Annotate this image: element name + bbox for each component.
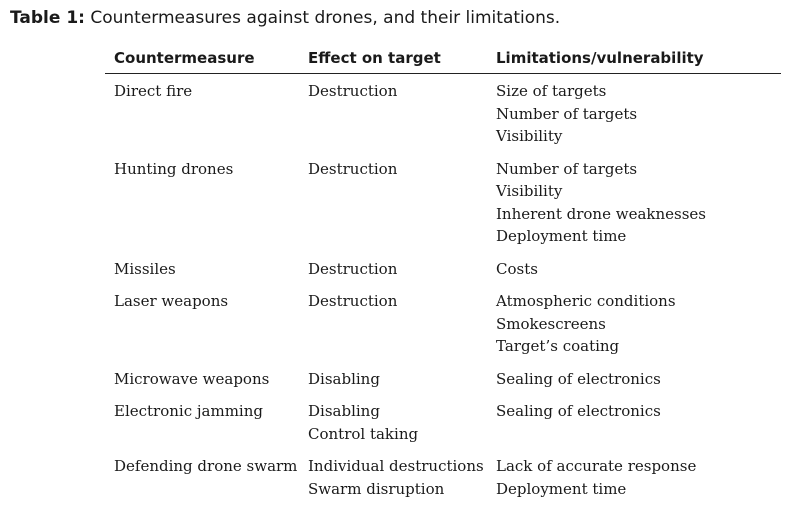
table-row: Microwave weapons Disabling Sealing of ele… [105,368,781,391]
cell-limitations-line: Inherent drone weaknesses [496,204,706,223]
cell-limitations-line: Deployment time [496,479,627,498]
cell-effect-line: Individual destructions [308,457,484,475]
cell-countermeasure-line: Laser weapons [114,292,229,310]
cell-countermeasure: Defending drone swarm [114,455,297,478]
table-caption-label: Table 1: [10,8,85,28]
cell-limitations: Sealing of electronics [496,400,661,423]
cell-effect-line: Control taking [308,424,419,443]
table-row: Missiles Destruction Costs [105,258,781,281]
cell-countermeasure: Electronic jamming [114,400,263,423]
cell-limitations-line: Costs [496,259,538,278]
cell-effect: Disabling [308,368,380,391]
cell-countermeasure: Missiles [114,258,176,281]
cell-effect-line: Destruction [308,82,398,100]
cell-limitations-line: Atmospheric conditions [496,292,676,310]
countermeasures-table: Countermeasure Effect on target Limitati… [105,44,781,510]
cell-effect: Destruction [308,258,397,281]
cell-countermeasure-line: Direct fire [114,82,193,100]
cell-effect: Destruction [308,290,397,313]
table-row: Defending drone swarm Individual destruct… [105,455,781,500]
cell-limitations-line: Sealing of electronics [496,369,661,388]
cell-limitations-line: Visibility [496,127,563,145]
cell-limitations-line: Number of targets [496,104,638,123]
cell-countermeasure-line: Missiles [114,259,176,278]
column-header-limitations: Limitations/vulnerability [496,49,704,67]
cell-limitations-line: Size of targets [496,82,607,100]
table-row: Laser weapons Destruction Atmospheric cond… [105,290,781,358]
cell-effect-line: Disabling [308,402,380,420]
cell-limitations-line: Deployment time [496,227,627,245]
cell-limitations-line: Sealing of electronics [496,402,661,420]
cell-countermeasure-line: Microwave weapons [114,369,270,388]
table-caption: Table 1: Countermeasures against drones,… [10,6,560,30]
table-caption-text: Countermeasures against drones, and thei… [90,8,561,28]
cell-countermeasure: Hunting drones [114,158,233,181]
cell-countermeasure-line: Electronic jamming [114,402,263,420]
column-header-effect: Effect on target [308,49,441,67]
cell-effect-line: Disabling [308,369,380,388]
cell-effect-line: Destruction [308,292,398,310]
cell-countermeasure: Microwave weapons [114,368,269,391]
column-header-countermeasure: Countermeasure [114,49,255,67]
table-header-row: Countermeasure Effect on target Limitati… [105,44,781,74]
cell-countermeasure: Direct fire [114,80,192,103]
cell-effect-line: Swarm disruption [308,479,445,498]
cell-countermeasure: Laser weapons [114,290,228,313]
cell-countermeasure-line: Defending drone swarm [114,457,298,475]
cell-limitations-line: Target’s coating [496,337,620,355]
cell-limitations-line: Number of targets [496,159,638,178]
table-row: Hunting drones Destruction Number of targe… [105,158,781,248]
cell-effect: Destruction [308,158,397,181]
cell-limitations-line: Lack of accurate response [496,457,697,475]
cell-limitations-line: Visibility [496,182,563,200]
cell-limitations: Sealing of electronics [496,368,661,391]
cell-limitations: Costs [496,258,538,281]
cell-effect: Destruction [308,80,397,103]
cell-effect-line: Destruction [308,259,398,278]
cell-effect-line: Destruction [308,159,398,178]
cell-limitations-line: Smokescreens [496,314,606,333]
cell-countermeasure-line: Hunting drones [114,159,234,178]
